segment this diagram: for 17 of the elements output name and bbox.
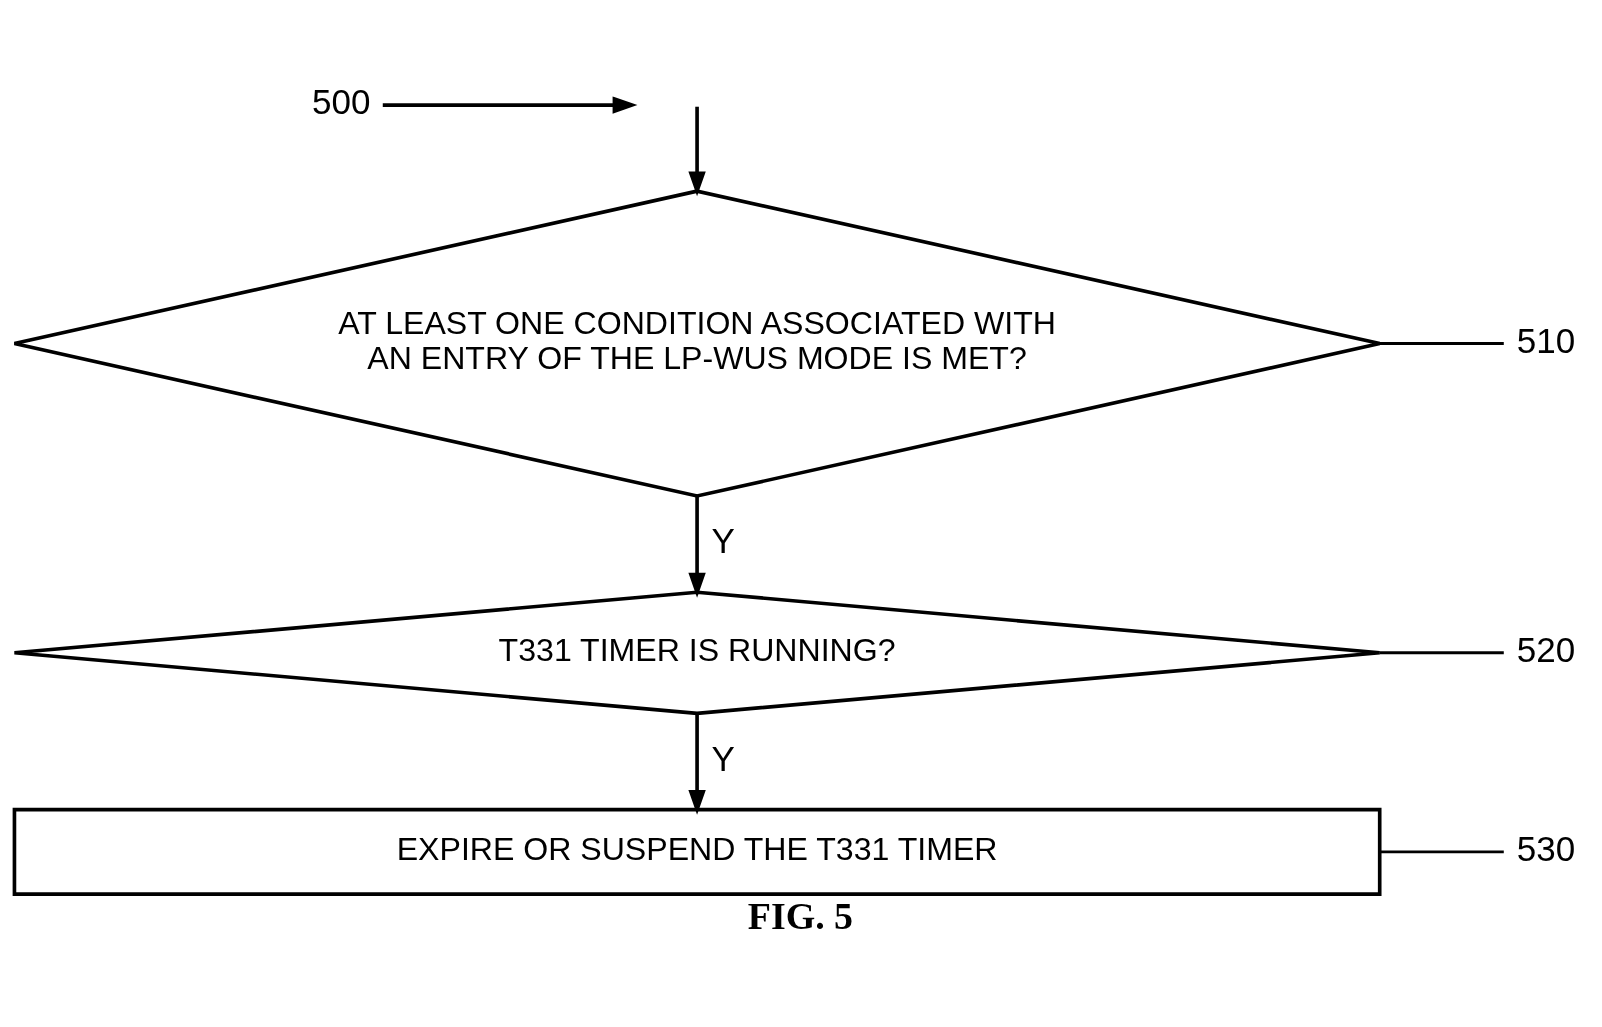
- edge-label: Y: [711, 738, 735, 778]
- arrow: [382, 96, 638, 114]
- node-diamond: T331 TIMER IS RUNNING?: [12, 590, 1382, 716]
- connector: [1379, 342, 1504, 346]
- node-text: 510: [1516, 320, 1576, 360]
- node-text: 500: [311, 82, 371, 122]
- node-text: 530: [1516, 828, 1576, 868]
- caption: FIG. 5: [747, 894, 854, 937]
- connector: [1379, 850, 1504, 854]
- arrow: [688, 713, 706, 815]
- node-diamond: AT LEAST ONE CONDITION ASSOCIATED WITH AN ENTRY OF THE LP-WUS MODE IS MET?: [12, 189, 1382, 498]
- arrow: [688, 106, 706, 197]
- connector: [1379, 651, 1504, 655]
- edge-label: Y: [711, 521, 735, 561]
- arrow: [688, 496, 706, 598]
- node-text: 520: [1516, 629, 1576, 669]
- node-box: EXPIRE OR SUSPEND THE T331 TIMER: [12, 807, 1382, 897]
